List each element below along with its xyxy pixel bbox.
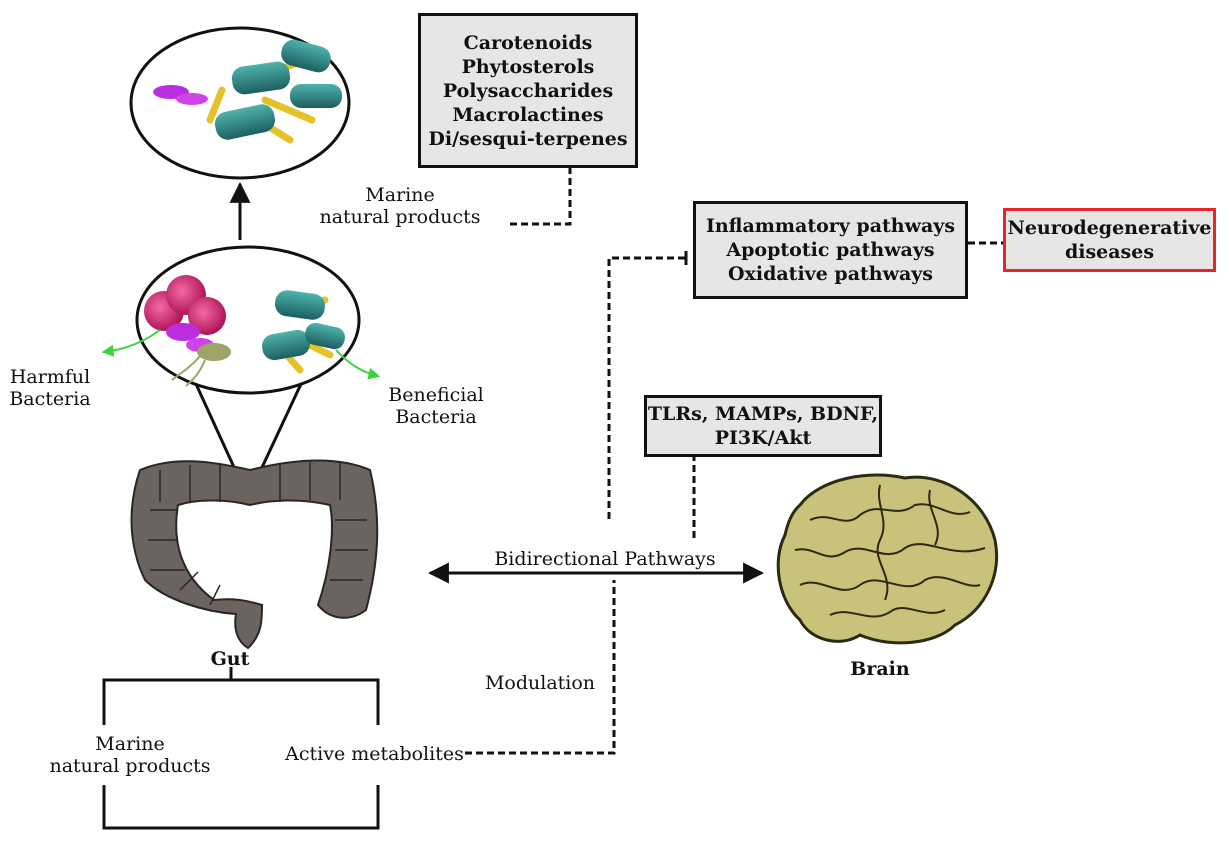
receptor-line: PI3K/Akt <box>714 427 812 449</box>
active-metabolites-label: Active metabolites <box>285 743 464 765</box>
pathway-item: Apoptotic pathways <box>726 239 935 261</box>
brain-icon <box>776 473 999 645</box>
brain-label: Brain <box>850 658 910 680</box>
lower-microbiota-circle <box>101 245 381 395</box>
label-line: Marine <box>365 184 435 206</box>
receptor-line: TLRs, MAMPs, BDNF, <box>647 403 879 425</box>
bidirectional-pathways-label: Bidirectional Pathways <box>494 548 716 570</box>
marine-natural-products-label-top: Marine natural products <box>295 184 505 228</box>
disease-line: Neurodegenerative <box>1007 217 1212 239</box>
modulation-label: Modulation <box>484 672 596 694</box>
pathways-box: Inflammatory pathways Apoptotic pathways… <box>693 201 968 299</box>
pathway-item: Inflammatory pathways <box>705 215 956 237</box>
label-line: natural products <box>319 206 481 228</box>
marine-natural-products-label-bottom: Marine natural products <box>30 733 230 777</box>
compound-item: Di/sesqui-terpenes <box>428 127 628 150</box>
beneficial-bacteria-label: Beneficial Bacteria <box>386 384 486 428</box>
marine-compounds-box: Carotenoids Phytosterols Polysaccharides… <box>418 13 638 168</box>
gut-label: Gut <box>210 648 250 670</box>
label-line: natural products <box>49 755 211 777</box>
label-line: Beneficial <box>388 384 484 406</box>
pathway-item: Oxidative pathways <box>727 263 934 285</box>
harmful-bacteria-label: Harmful Bacteria <box>0 366 100 410</box>
label-line: Marine <box>95 733 165 755</box>
compound-item: Macrolactines <box>452 103 604 126</box>
dashed-connectors <box>465 167 1003 755</box>
compound-item: Phytosterols <box>461 55 595 78</box>
top-microbiota-circle <box>129 26 351 180</box>
label-line: Bacteria <box>9 388 91 410</box>
label-line: Harmful <box>9 366 91 388</box>
compound-item: Carotenoids <box>463 31 593 54</box>
colon-icon <box>130 459 379 650</box>
compound-item: Polysaccharides <box>442 79 614 102</box>
receptors-box: TLRs, MAMPs, BDNF, PI3K/Akt <box>644 395 882 457</box>
label-line: Bacteria <box>395 406 477 428</box>
neurodegenerative-diseases-box: Neurodegenerative diseases <box>1003 208 1216 272</box>
disease-line: diseases <box>1064 241 1155 263</box>
